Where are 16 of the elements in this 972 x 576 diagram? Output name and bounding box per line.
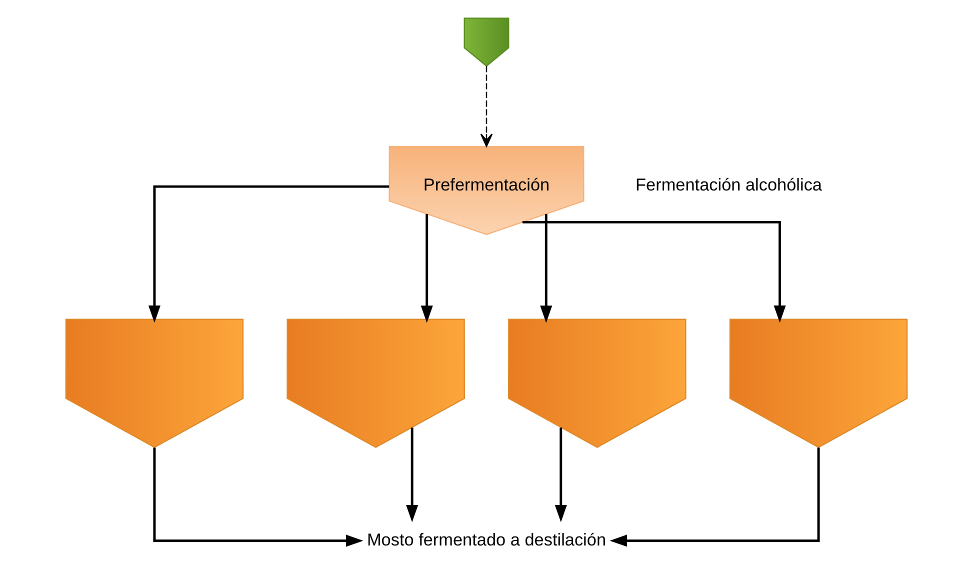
node-tank — [64, 318, 244, 448]
arrow — [406, 428, 418, 522]
node-tank — [508, 318, 686, 448]
node-tank — [728, 318, 908, 448]
node-tank — [286, 318, 464, 448]
arrow — [609, 448, 820, 547]
label: Fermentación alcohólica — [635, 174, 822, 194]
node-tank — [463, 18, 509, 67]
arrow — [148, 185, 389, 323]
arrow — [540, 214, 552, 323]
node-text: Mosto fermentado a destilación — [366, 529, 606, 550]
arrow — [152, 448, 363, 547]
arrow — [522, 220, 786, 323]
arrow — [480, 66, 492, 147]
arrow — [554, 428, 566, 522]
arrow — [420, 214, 432, 323]
